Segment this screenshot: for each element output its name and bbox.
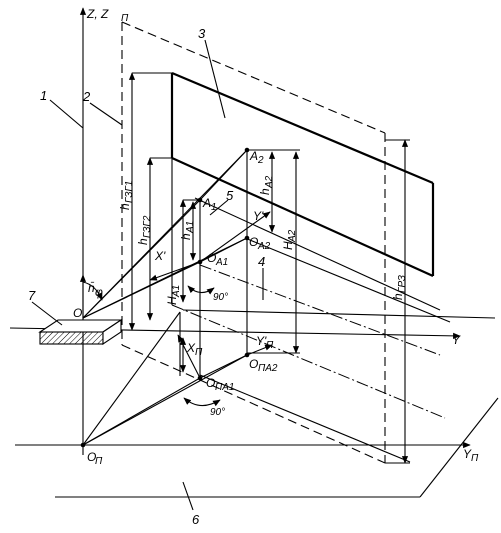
label-Ha2-sub: A2 [287,229,298,243]
callout-4: 4 [258,254,265,269]
projection-lines [171,264,446,419]
label-oa1: O [207,251,216,265]
callouts: 1 2 3 4 5 6 7 [28,26,265,527]
label-hgz2-sub: ГЗГ2 [142,215,153,238]
label-a1-sub: 1 [211,202,217,213]
labels: Z, Z П Y Y П O O П A 1 A 2 X' Y' X П Y' … [73,7,479,467]
label-Ha1-sub: A1 [171,285,182,298]
rays-from-op [82,311,273,446]
label-yp-sub: П [471,453,479,464]
label-xp: X [186,341,196,355]
label-phi: φ [95,285,103,299]
reference-plane-2 [121,21,386,464]
label-y: Y [452,333,461,347]
label-normal: n̄ [88,281,95,295]
label-hgz1-sub: ГЗГ1 [124,181,135,203]
sensor-block-7 [38,318,123,346]
callout-7: 7 [28,288,36,303]
label-Ha2: H [281,241,295,250]
callout-5: 5 [226,188,234,203]
callout-3: 3 [198,26,206,41]
callout-1: 1 [40,88,47,103]
rotated-labels: h ГЗГ1 h ГЗГ2 h A1 h A2 H A1 H A2 h ГРЗ [118,175,408,305]
label-opa1-sub: ПА1 [215,382,234,393]
label-yp: Y [463,447,472,461]
label-hgr3-sub: ГРЗ [397,275,408,293]
label-ha2: h [258,188,272,195]
label-ha1: h [179,233,193,240]
label-angle1: 90° [213,292,228,303]
label-xp-sub: П [195,347,203,358]
label-opa1: O [206,376,215,390]
label-a2: A [249,149,258,163]
callout-leaders [31,39,264,511]
label-a2-sub: 2 [257,155,264,166]
label-ha1-sub: A1 [185,221,196,234]
label-y-prime: Y' [253,209,264,223]
slanted-object-3 [170,71,435,305]
label-o: O [73,306,82,320]
label-a1: A [202,196,211,210]
label-yp-prime-sub: П [266,340,274,351]
label-oa2: O [249,235,258,249]
label-op: O [87,450,96,464]
ground-plane [55,397,499,498]
label-opa2-sub: ПА2 [258,363,278,374]
label-hgr3: h [391,293,405,300]
points [80,147,250,448]
angle-arc-2 [183,397,221,407]
label-z-sub: П [121,13,129,24]
rays-from-o [82,149,271,319]
label-oa1-sub: A1 [215,257,228,268]
label-oa2-sub: A2 [257,241,271,252]
phi-arc [82,281,103,301]
parallel-lines [179,197,496,463]
label-opa2: O [249,357,258,371]
label-hgz1: h [118,203,132,210]
label-hgz2: h [136,238,150,245]
callout-2: 2 [82,89,91,104]
label-z: Z, Z [86,7,109,21]
label-op-sub: П [95,456,103,467]
callout-6: 6 [192,512,200,527]
angle-arc-1 [187,285,215,295]
label-x-prime: X' [154,249,166,263]
label-ha2-sub: A2 [264,175,275,189]
label-Ha1: H [165,296,179,305]
label-yp-prime: Y' [256,334,267,348]
label-angle2: 90° [210,407,225,418]
